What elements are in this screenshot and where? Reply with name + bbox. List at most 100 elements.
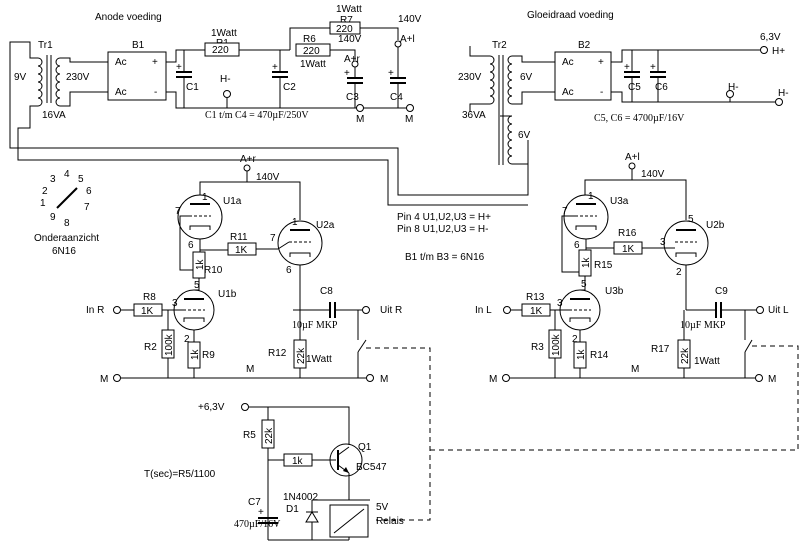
hplus-terminal[interactable] [760,46,768,54]
r7-label: R7 [340,15,353,26]
c9-value: 10µF MKP [680,320,726,331]
ar-label: A+r [344,54,361,65]
c1-capacitor [176,50,192,108]
u1b-pin2: 2 [184,334,190,345]
r9-value: 1k [190,348,201,360]
u3b-pin3: 3 [557,298,563,309]
l-v140: 140V [641,169,665,180]
relay-label: Relais [376,516,404,527]
r-supply: A+r [240,154,257,165]
in-l-terminal[interactable] [503,306,511,314]
delay-v63: +6,3V [198,402,225,413]
tr2-sec1: 6V [520,72,533,83]
u2b-pin5: 5 [688,214,694,225]
l-supply-terminal[interactable] [628,162,636,170]
hminus2-terminal[interactable] [775,98,783,106]
l-supply: A+l [625,152,640,163]
ai-label: A+l [400,34,415,45]
c3-label: C3 [346,92,359,103]
relay-voltage: 5V [376,502,389,513]
anode-hminus-terminal[interactable] [223,90,231,98]
u1b-pin5: 5 [194,280,200,291]
filament-supply: Gloeidraad voeding Tr2 230V 6V 6V 36VA B… [458,10,789,195]
b2-ac2: Ac [562,87,574,98]
r-m3: M [380,374,388,385]
anode-m1-terminal[interactable] [356,104,364,112]
hminus2-label: H- [778,88,789,99]
u3a-tube [563,194,609,240]
r14-value: 1k [576,348,587,360]
r10-value: 1k [195,258,206,270]
anode-m2-terminal[interactable] [406,104,414,112]
pinout-tube: 6N16 [52,246,76,257]
out-l-terminal[interactable] [756,306,764,314]
r11-label: R11 [230,232,248,243]
anode-m1: M [356,114,364,125]
c1-label: C1 [186,82,199,93]
r12-value: 22k [296,347,307,364]
c2-plus: + [272,62,278,73]
u3a-label: U3a [610,196,629,207]
hminus1-label: H- [728,82,739,93]
filament-title: Gloeidraad voeding [527,10,614,21]
r2-value: 100k [164,333,175,356]
u1a-tube [177,194,223,240]
l-m3: M [768,374,776,385]
b1-ac2: Ac [115,87,127,98]
out-r: Uit R [380,305,402,316]
c6-plus: + [650,62,656,73]
d1-type: 1N4002 [283,492,318,503]
c5-plus: + [624,62,630,73]
b2-rectifier [554,51,612,101]
delay-circuit: +6,3V R5 22k 1k Q1 BC547 T(sec)=R5/1100 … [144,402,404,541]
c5-capacitor [624,50,640,102]
r-m1-terminal[interactable] [113,374,121,382]
out-r-terminal[interactable] [362,306,370,314]
pin-6: 6 [86,186,92,197]
u2a-label: U2a [316,220,335,231]
b1-label: B1 [132,40,145,51]
l-m1-terminal[interactable] [502,374,510,382]
b2-label: B2 [578,40,591,51]
d1-diode [305,511,319,523]
r17-watt: 1Watt [694,356,720,367]
l-m3-terminal[interactable] [755,374,763,382]
ai-terminal[interactable] [394,40,402,48]
r5-value: 22k [264,427,275,444]
tr1-va: 16VA [42,110,66,121]
r-supply-terminal[interactable] [243,164,251,172]
pinout-caption: Onderaanzicht [34,233,99,244]
l-m2: M [631,364,639,375]
delay-v63-terminal[interactable] [241,403,249,411]
ar-terminal[interactable] [351,60,359,68]
r11-value: 1K [235,245,248,256]
in-l: In L [475,305,492,316]
r-m3-terminal[interactable] [366,374,374,382]
r5-label: R5 [243,430,256,441]
c4-plus: + [388,68,394,79]
u1a-pin6: 6 [188,240,194,251]
u3b-pin5: 5 [581,279,587,290]
u1a-label: U1a [223,196,242,207]
pin-3: 3 [50,174,56,185]
hminus1-terminal[interactable] [726,90,734,98]
v63-label: 6,3V [760,32,781,43]
pin-7: 7 [84,202,90,213]
r2-label: R2 [144,342,157,353]
r6-value: 220 [303,46,320,57]
in-r-terminal[interactable] [113,306,121,314]
b2-ac1: Ac [562,57,574,68]
c1-plus: + [176,62,182,73]
r10-label: R10 [204,265,223,276]
u1a-pin7: 7 [175,206,181,217]
c7-label: C7 [248,497,261,508]
b2-plus: + [598,57,604,68]
u3a-pin1: 1 [588,191,594,202]
tr2-label: Tr2 [492,40,507,51]
u3b-pin2: 2 [572,334,578,345]
delay-formula: T(sec)=R5/1100 [144,469,216,480]
r12-watt: 1Watt [306,354,332,365]
r14-label: R14 [590,350,609,361]
r12-label: R12 [268,348,287,359]
c4-capacitor [390,40,406,108]
